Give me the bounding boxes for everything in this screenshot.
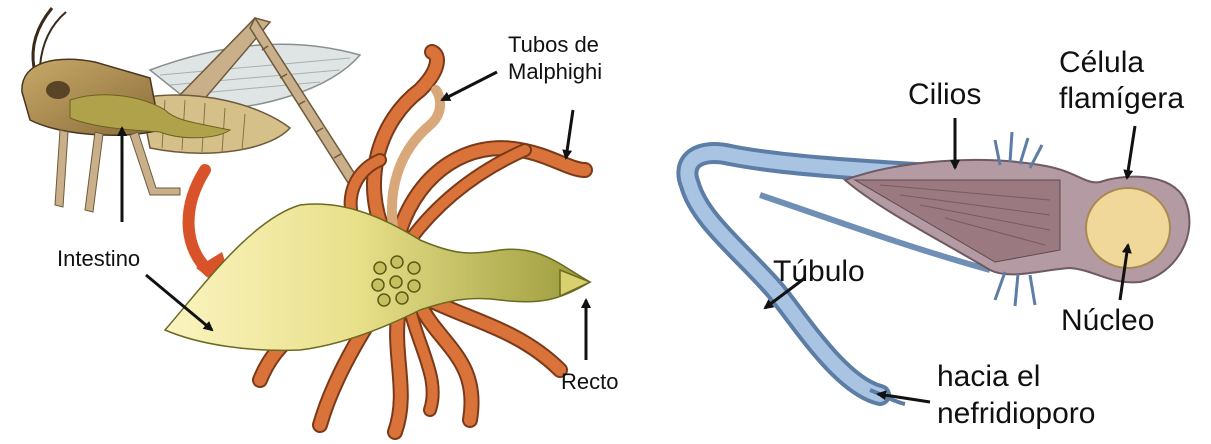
- label-nephridiopore-line1: hacia el: [937, 360, 1040, 394]
- label-tubes-line1: Tubos de: [508, 33, 599, 58]
- label-flame-cell-line1: Célula: [1059, 46, 1144, 80]
- label-rectum: Recto: [561, 370, 618, 395]
- tubes-leader: [442, 72, 497, 100]
- label-flame-cell-line2: flamígera: [1059, 82, 1184, 116]
- label-nephridiopore-line2: nefridioporo: [937, 397, 1095, 431]
- label-tubes-line2: Malphighi: [508, 60, 602, 85]
- flame-cell-leader: [1127, 126, 1135, 178]
- label-cilia: Cilios: [908, 78, 981, 112]
- grasshopper-illustration: [22, 8, 360, 212]
- label-intestine: Intestino: [57, 247, 140, 272]
- tubes-leader-2: [566, 110, 573, 158]
- label-nucleus: Núcleo: [1061, 304, 1154, 338]
- label-tubule: Túbulo: [773, 255, 865, 289]
